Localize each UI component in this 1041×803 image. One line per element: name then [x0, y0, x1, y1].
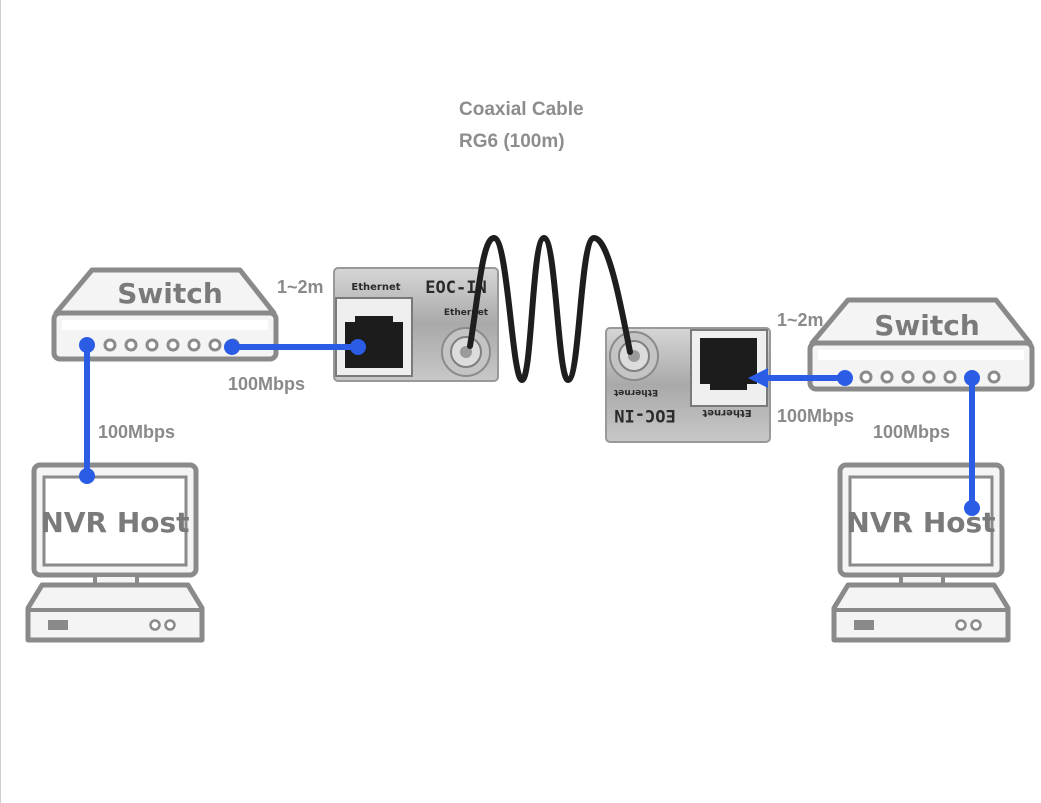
left-switch-eoc-speed: 100Mbps — [228, 374, 306, 394]
coax-connector-icon — [441, 327, 491, 377]
right-switch-eoc-speed: 100Mbps — [777, 406, 855, 426]
left-host-label: NVR Host — [40, 506, 189, 539]
left-host-switch-speed: 100Mbps — [98, 422, 176, 442]
ethernet-links — [79, 337, 980, 516]
cable-spec: RG6 (100m) — [459, 131, 565, 152]
rj45-port-icon — [700, 338, 757, 390]
right-switch-label: Switch — [874, 309, 980, 342]
left-distance-label: 1~2m — [277, 277, 324, 297]
right-distance-label: 1~2m — [777, 310, 824, 330]
coaxial-cable-coil — [467, 235, 633, 383]
right-eoc-ethernet-label: Ethernet — [702, 407, 751, 418]
right-nvr-host: NVR Host — [831, 462, 1011, 643]
left-switch-label: Switch — [117, 277, 223, 310]
left-eoc-module: Ethernet EOC-IN Ethernet — [333, 267, 499, 382]
coax-connector-icon — [609, 331, 659, 381]
page-border — [0, 0, 1, 803]
left-eoc-model-label: EOC-IN — [425, 278, 486, 298]
right-eoc-module: Ethernet EOC-IN Ethernet — [605, 327, 771, 443]
right-host-switch-speed: 100Mbps — [873, 422, 951, 442]
right-eoc-coax-label: Ethernet — [613, 387, 658, 397]
left-nvr-host: NVR Host — [25, 462, 205, 643]
arrow-head-icon — [748, 368, 768, 388]
left-switch: Switch — [51, 267, 279, 362]
left-eoc-ethernet-label: Ethernet — [351, 282, 400, 293]
cable-title: Coaxial Cable — [459, 99, 584, 120]
left-eoc-coax-label: Ethernet — [444, 308, 489, 318]
rj45-port-icon — [345, 316, 403, 368]
right-eoc-model-label: EOC-IN — [614, 405, 675, 425]
